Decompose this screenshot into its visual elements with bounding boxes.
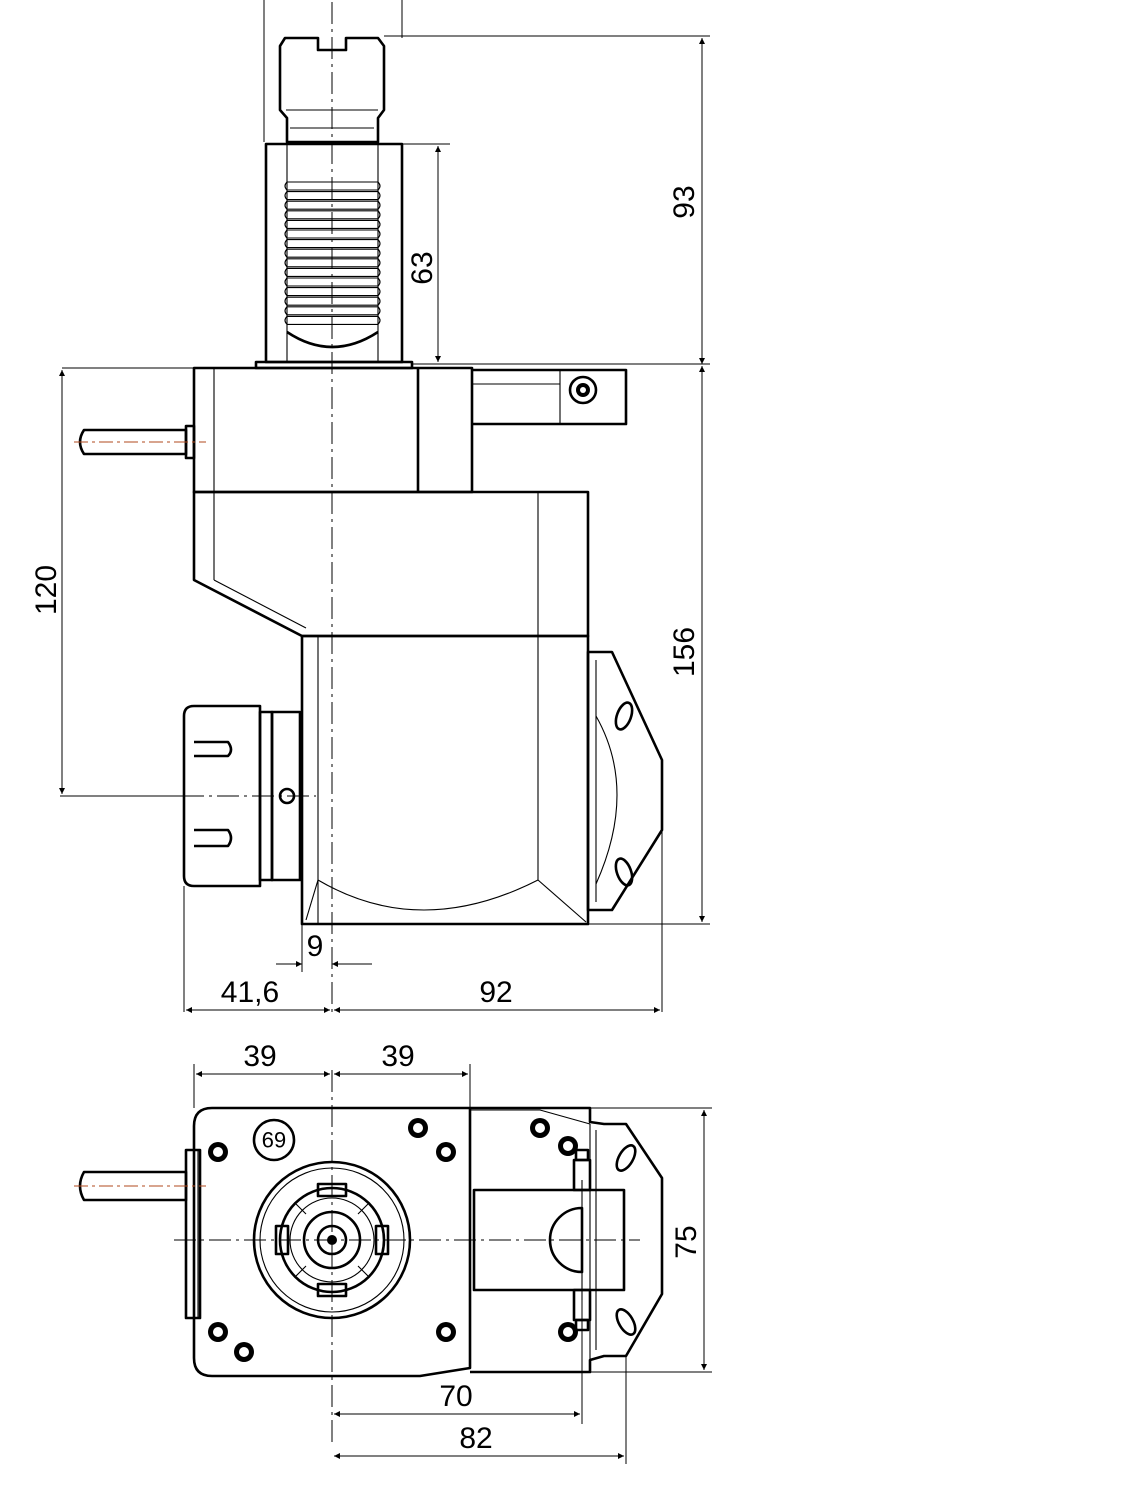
dim-70: 70	[439, 1380, 472, 1413]
housing-lower	[192, 490, 590, 638]
threaded-shank	[254, 142, 414, 370]
locating-arm	[472, 368, 628, 426]
top-view: 69	[74, 1070, 664, 1444]
dim-63: 63	[406, 251, 439, 284]
dim-75: 75	[670, 1225, 703, 1258]
side-view	[74, 2, 664, 1012]
thread-groove	[284, 181, 381, 191]
screw-head-icon	[558, 1322, 578, 1342]
dim-41-6: 41,6	[221, 976, 279, 1009]
screw-head-icon	[208, 1142, 228, 1162]
thread-groove	[284, 219, 381, 229]
dim-82: 82	[459, 1422, 492, 1455]
thread-groove	[284, 296, 381, 306]
dim-92: 92	[479, 976, 512, 1009]
screw-head-icon	[208, 1322, 228, 1342]
thread-groove	[284, 315, 381, 325]
screw-head-icon	[558, 1136, 578, 1156]
thread-groove	[284, 248, 381, 258]
dim-93: 93	[668, 185, 701, 218]
thread-groove	[284, 229, 381, 239]
thread-groove	[284, 258, 381, 268]
side-dimensions: 93 63 156 120 9 41,6 92	[30, 0, 710, 1013]
thread-groove	[284, 210, 381, 220]
screw-heads	[208, 1118, 578, 1362]
screw-head-icon	[436, 1322, 456, 1342]
screw-head-icon	[530, 1118, 550, 1138]
side-pin	[74, 424, 206, 460]
thread-groove	[284, 277, 381, 287]
thread-groove	[284, 239, 381, 249]
right-flange	[586, 650, 664, 912]
thread-groove	[284, 287, 381, 297]
dim-39-left: 39	[243, 1040, 276, 1073]
housing-upper	[192, 366, 474, 494]
thread-groove	[284, 267, 381, 277]
thread-groove	[284, 200, 381, 210]
top-dimensions: 39 39 75 70 82	[193, 1040, 712, 1464]
thread-groove	[284, 306, 381, 316]
screw-head-icon	[234, 1342, 254, 1362]
dim-120: 120	[30, 565, 63, 615]
engraving-label: 69	[262, 1127, 286, 1152]
dim-39-right: 39	[381, 1040, 414, 1073]
screw-head-icon	[436, 1142, 456, 1162]
dim-9: 9	[307, 930, 324, 963]
dim-156: 156	[668, 627, 701, 677]
screw-head-icon	[408, 1118, 428, 1138]
thread-groove	[284, 191, 381, 201]
angle-head-body	[300, 634, 590, 926]
